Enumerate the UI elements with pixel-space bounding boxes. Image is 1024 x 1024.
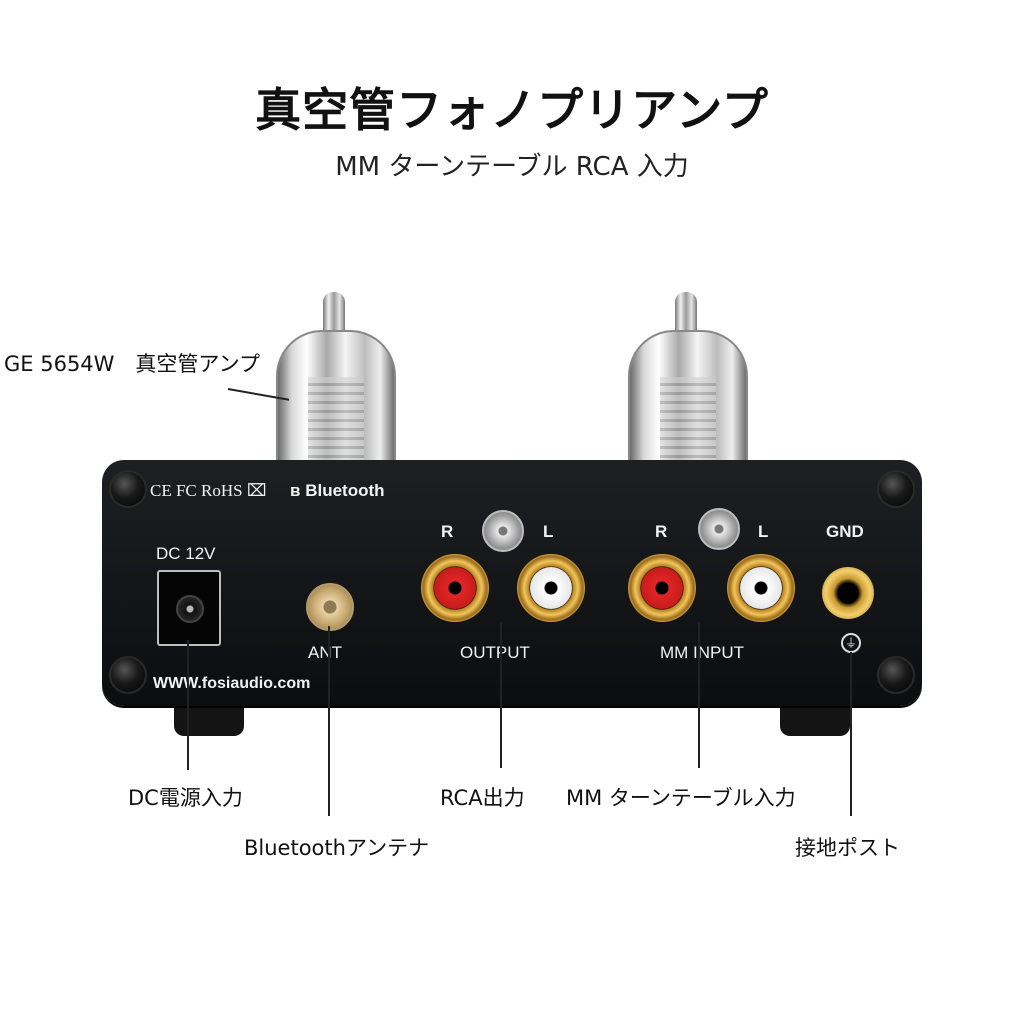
panel-screw-top-right: [877, 470, 915, 508]
dc-power-jack: [157, 570, 221, 646]
vacuum-tube-left: [276, 330, 396, 474]
ant-label: ANT: [308, 643, 342, 662]
rubber-foot-right: [780, 704, 850, 736]
gnd-label: GND: [826, 522, 864, 541]
leader-mm-input: [698, 622, 700, 768]
vacuum-tube-right: [628, 330, 748, 474]
mm-input-rca-left: [727, 554, 795, 622]
mm-input-rca-right: [628, 554, 696, 622]
bluetooth-icon: ʙ: [290, 481, 301, 500]
input-l-label: L: [758, 522, 769, 541]
bluetooth-badge-label: Bluetooth: [305, 481, 385, 500]
callout-tube: GE 5654W 真空管アンプ: [4, 352, 260, 376]
callout-bluetooth-antenna: Bluetoothアンテナ: [244, 836, 430, 860]
output-rca-right: [421, 554, 489, 622]
output-label: OUTPUT: [460, 643, 530, 662]
panel-screw-bottom-right: [877, 656, 915, 694]
callout-mm-input: MM ターンテーブル入力: [566, 786, 796, 810]
output-l-label: L: [543, 522, 554, 541]
output-tube-screw: [482, 510, 524, 552]
ground-symbol-icon: ⏚: [841, 633, 861, 653]
panel-screw-top-left: [109, 470, 147, 508]
callout-ground-post: 接地ポスト: [795, 836, 900, 860]
ground-post: [822, 567, 874, 619]
leader-ground: [850, 652, 852, 816]
input-r-label: R: [655, 522, 668, 541]
input-tube-screw: [698, 508, 740, 550]
output-r-label: R: [441, 522, 454, 541]
bluetooth-badge: ʙ Bluetooth: [290, 481, 385, 501]
page-subtitle: MM ターンテーブル RCA 入力: [335, 152, 689, 182]
website-label: WWW.fosiaudio.com: [153, 675, 311, 692]
leader-dc: [187, 640, 189, 770]
output-rca-left: [517, 554, 585, 622]
leader-rca-output: [500, 622, 502, 768]
rubber-foot-left: [174, 704, 244, 736]
panel-screw-bottom-left: [109, 656, 147, 694]
dc-jack-hole: [176, 595, 204, 623]
vacuum-tube-tip-left: [323, 292, 345, 336]
callout-rca-output: RCA出力: [440, 786, 525, 810]
callout-dc-power: DC電源入力: [128, 786, 243, 810]
mm-input-label: MM INPUT: [660, 643, 745, 662]
bluetooth-antenna-connector: [306, 583, 354, 631]
dc-label: DC 12V: [156, 544, 216, 563]
page-title: 真空管フォノプリアンプ: [255, 83, 769, 137]
leader-antenna: [328, 626, 330, 816]
certification-marks: CE FC RoHS ⌧: [150, 481, 267, 500]
vacuum-tube-tip-right: [675, 292, 697, 336]
